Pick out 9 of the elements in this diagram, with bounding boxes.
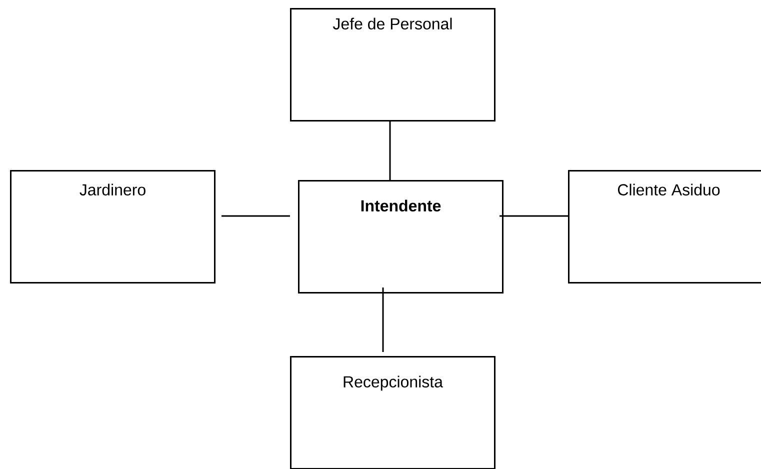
org-box: Jefe de Personal bbox=[290, 8, 496, 122]
org-box: Recepcionista bbox=[290, 356, 496, 469]
connector-line bbox=[382, 288, 384, 352]
connector-line bbox=[222, 215, 290, 217]
connector-line bbox=[389, 122, 391, 180]
org-box: Intendente bbox=[298, 180, 504, 294]
org-box: Cliente Asiduo bbox=[568, 170, 761, 284]
org-box: Jardinero bbox=[10, 170, 216, 284]
connector-line bbox=[500, 215, 568, 217]
